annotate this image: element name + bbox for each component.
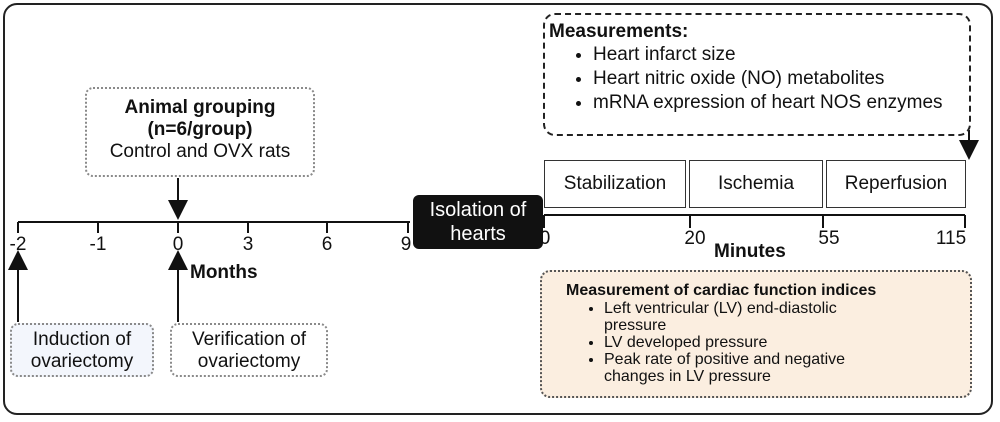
month-tick-label: 6: [321, 234, 333, 255]
measurement-item: Heart infarct size: [593, 43, 969, 67]
measurements-box: Measurements: Heart infarct size Heart n…: [543, 13, 971, 136]
minute-tick-label: 0: [539, 228, 551, 249]
induction-line2: ovariectomy: [30, 351, 134, 372]
animal-grouping-n: (n=6/group): [147, 119, 253, 140]
minute-tick-label: 55: [818, 228, 840, 249]
month-tick-label: 3: [242, 234, 254, 255]
verification-line1: Verification of: [191, 329, 307, 350]
animal-grouping-title: Animal grouping: [124, 97, 276, 118]
cardiac-item: LV developed pressure: [604, 334, 970, 351]
cardiac-item-line1: Left ventricular (LV) end-diastolic: [604, 300, 837, 317]
minutes-axis-label: Minutes: [714, 241, 786, 262]
month-tick-label: 0: [172, 234, 184, 255]
induction-line1: Induction of: [32, 329, 132, 350]
phase-stabilization: Stabilization: [544, 160, 686, 208]
isolation-box: Isolation of hearts: [413, 195, 543, 249]
cardiac-item-line2: pressure: [604, 317, 667, 334]
isolation-line2: hearts: [450, 223, 506, 245]
animal-grouping-subtitle: Control and OVX rats: [109, 141, 291, 162]
cardiac-title: Measurement of cardiac function indices: [566, 282, 877, 299]
isolation-line1: Isolation of: [429, 199, 527, 221]
cardiac-item-line2: changes in LV pressure: [604, 368, 771, 385]
cardiac-item-line1: Peak rate of positive and negative: [604, 351, 846, 368]
cardiac-function-box: Measurement of cardiac function indices …: [540, 270, 972, 398]
cardiac-item: Peak rate of positive and negative chang…: [604, 351, 970, 385]
measurement-item: mRNA expression of heart NOS enzymes: [593, 91, 969, 115]
month-tick-label: -2: [9, 234, 27, 255]
cardiac-item: Left ventricular (LV) end-diastolic pres…: [604, 300, 970, 334]
outer-frame: [3, 3, 993, 415]
minute-tick-label: 115: [935, 228, 967, 249]
measurement-item: Heart nitric oxide (NO) metabolites: [593, 67, 969, 91]
measurements-title: Measurements:: [549, 21, 689, 42]
minute-tick-label: 20: [684, 228, 706, 249]
phase-reperfusion: Reperfusion: [826, 160, 966, 208]
animal-grouping-box: Animal grouping (n=6/group) Control and …: [85, 87, 315, 177]
verification-line2: ovariectomy: [197, 351, 301, 372]
month-tick-label: -1: [89, 234, 107, 255]
phase-ischemia: Ischemia: [689, 160, 823, 208]
cardiac-item-line1: LV developed pressure: [604, 334, 768, 351]
month-tick-label: 9: [400, 234, 412, 255]
induction-box: Induction of ovariectomy: [10, 323, 154, 377]
months-axis-label: Months: [190, 262, 258, 283]
verification-box: Verification of ovariectomy: [170, 323, 328, 377]
